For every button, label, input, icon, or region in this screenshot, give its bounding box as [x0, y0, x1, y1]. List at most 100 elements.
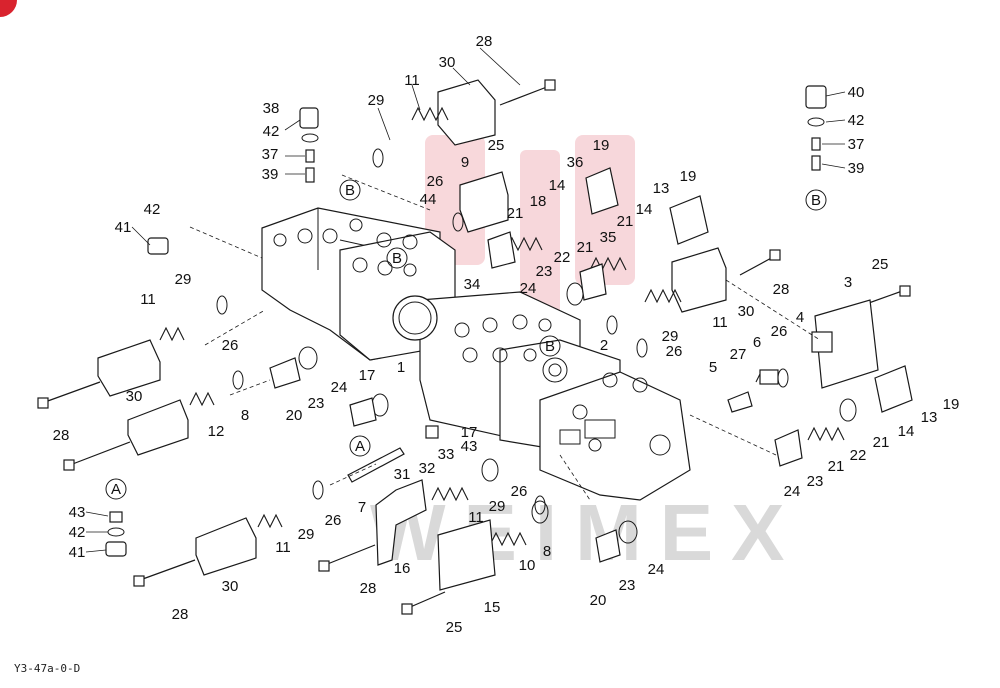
part-label: 28	[53, 427, 70, 444]
part-label: 25	[446, 619, 463, 636]
part-label: 14	[549, 177, 566, 194]
part-label: 29	[489, 498, 506, 515]
part-label: 22	[850, 447, 867, 464]
part-label: 28	[773, 281, 790, 298]
part-label: 35	[600, 229, 617, 246]
callout-b-body: B	[539, 335, 561, 357]
part-label: 37	[848, 136, 865, 153]
part-label: 39	[262, 166, 279, 183]
callout-b-right: B	[805, 189, 827, 211]
valve-body-assembly	[261, 207, 691, 501]
callout-a-left: A	[105, 478, 127, 500]
leader-lines	[85, 47, 846, 553]
part-label: 11	[140, 291, 156, 308]
part-label: 11	[404, 72, 420, 89]
part-label: 28	[476, 33, 493, 50]
part-label: 23	[807, 473, 824, 490]
part-label: 17	[359, 367, 376, 384]
part-label: 33	[438, 446, 455, 463]
part-label: 24	[520, 280, 537, 297]
part-label: 24	[784, 483, 801, 500]
part-label: 24	[331, 379, 348, 396]
part-labels: 1 2 3 4 5 6 7 8 8 9 10 11 11 11 11 11 12…	[53, 33, 960, 636]
part-label: 9	[461, 154, 469, 171]
part-label: 42	[848, 112, 865, 129]
part-label: 4	[796, 309, 804, 326]
part-label: 41	[69, 544, 86, 561]
part-label: 14	[636, 201, 653, 218]
part-label: 11	[468, 509, 484, 526]
part-label: 8	[543, 543, 551, 560]
part-label: 32	[419, 460, 436, 477]
part-label: 7	[358, 499, 366, 516]
part-label: 17	[461, 424, 478, 441]
part-label: 19	[943, 396, 960, 413]
part-label: 6	[753, 334, 761, 351]
flanges	[269, 167, 913, 591]
part-label: 43	[69, 504, 86, 521]
o-rings	[216, 148, 857, 544]
spools	[347, 331, 833, 483]
part-label: 21	[577, 239, 594, 256]
part-label: 41	[115, 219, 132, 236]
part-label: 19	[593, 137, 610, 154]
part-label: 39	[848, 160, 865, 177]
part-label: 19	[680, 168, 697, 185]
part-label: 8	[241, 407, 249, 424]
part-label: 40	[848, 84, 865, 101]
svg-text:A: A	[355, 438, 365, 455]
part-label: 21	[873, 434, 890, 451]
part-label: 14	[898, 423, 915, 440]
diagram-code: Y3-47a-0-D	[14, 662, 80, 675]
part-label: 29	[298, 526, 315, 543]
guide-lines	[189, 174, 821, 501]
part-label: 30	[439, 54, 456, 71]
part-label: 30	[738, 303, 755, 320]
bolts	[37, 79, 911, 615]
part-label: 28	[172, 606, 189, 623]
part-label: 26	[666, 343, 683, 360]
part-label: 13	[653, 180, 670, 197]
part-label: 23	[308, 395, 325, 412]
part-label: 29	[368, 92, 385, 109]
part-label: 21	[507, 205, 524, 222]
part-label: 26	[222, 337, 239, 354]
part-label: 18	[530, 193, 547, 210]
part-label: 30	[222, 578, 239, 595]
svg-text:A: A	[111, 481, 121, 498]
part-label: 31	[394, 466, 411, 483]
end-caps	[97, 79, 727, 576]
part-label: 26	[771, 323, 788, 340]
part-label: 11	[275, 539, 291, 556]
part-label: 24	[648, 561, 665, 578]
part-label: 34	[464, 276, 481, 293]
part-label: 23	[619, 577, 636, 594]
part-label: 29	[662, 328, 679, 345]
corner-badge	[0, 0, 17, 17]
callout-a-mid: A	[349, 435, 371, 457]
svg-text:B: B	[392, 250, 402, 267]
part-label: 20	[286, 407, 303, 424]
part-label: 26	[511, 483, 528, 500]
part-label: 38	[263, 100, 280, 117]
springs	[159, 106, 845, 547]
callout-b-top: B	[339, 179, 361, 201]
part-label: 12	[208, 423, 225, 440]
svg-text:B: B	[811, 192, 821, 209]
part-label: 5	[709, 359, 717, 376]
watermark-text: WEIMEX	[370, 488, 802, 577]
part-label: 21	[828, 458, 845, 475]
part-label: 10	[519, 557, 536, 574]
part-label: 42	[69, 524, 86, 541]
part-label: 43	[461, 438, 478, 455]
part-label: 42	[144, 201, 161, 218]
part-label: 26	[427, 173, 444, 190]
part-label: 20	[590, 592, 607, 609]
part-label: 22	[554, 249, 571, 266]
part-label: 2	[600, 337, 608, 354]
part-label: 21	[617, 213, 634, 230]
part-label: 13	[921, 409, 938, 426]
plugs	[105, 85, 827, 557]
part-label: 37	[262, 146, 279, 163]
